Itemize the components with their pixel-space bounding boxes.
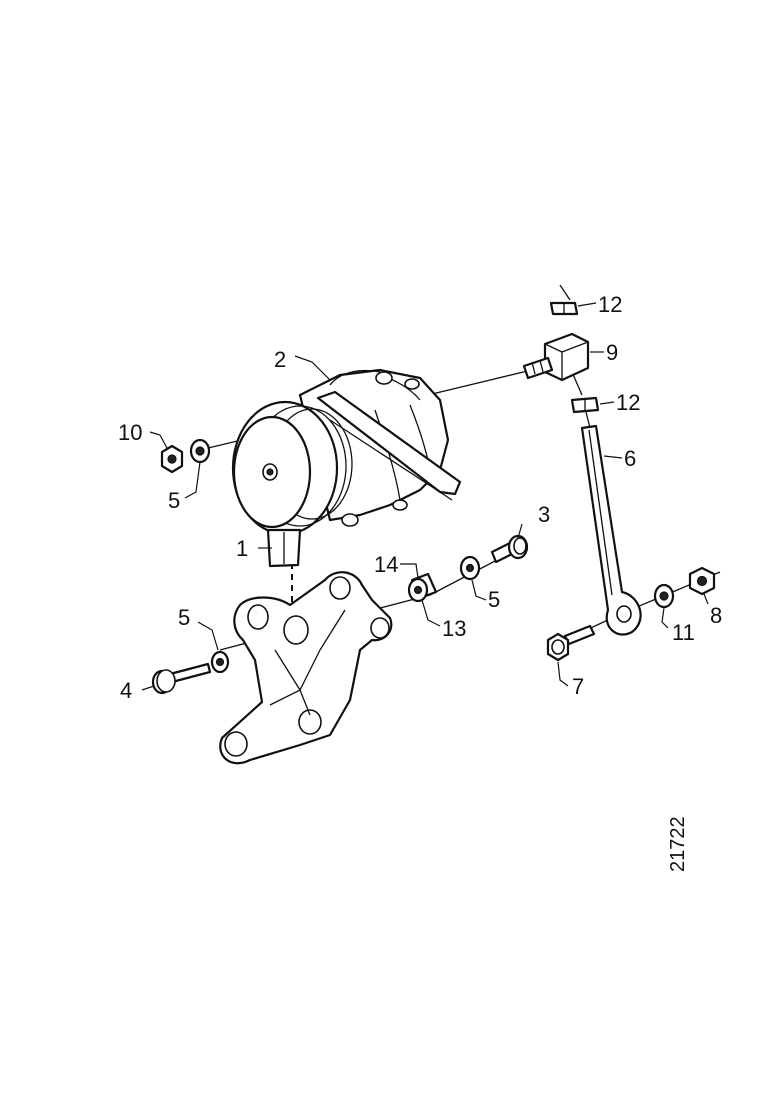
spacer-13 [407, 572, 438, 603]
nut-12-top [549, 301, 579, 316]
callout-14: 14 [374, 552, 398, 577]
callout-6: 6 [624, 446, 636, 471]
callout-5a: 5 [168, 488, 180, 513]
drawing-number: 21722 [667, 816, 689, 872]
nut-10 [160, 444, 184, 474]
callout-3: 3 [538, 502, 550, 527]
callout-8: 8 [710, 603, 722, 628]
bolt-3 [490, 534, 529, 564]
callout-5b: 5 [178, 605, 190, 630]
callout-1: 1 [236, 536, 248, 561]
callout-12b: 12 [616, 390, 640, 415]
callout-13: 13 [442, 616, 466, 641]
callout-7: 7 [572, 674, 584, 699]
nut-8 [688, 566, 716, 596]
compressor [231, 368, 462, 568]
callouts: 1 2 3 4 5 5 5 6 7 8 9 10 11 12 12 13 14 [118, 292, 722, 703]
bracket-block-9 [522, 332, 590, 382]
callout-2: 2 [274, 347, 286, 372]
callout-4: 4 [120, 678, 132, 703]
nut-12-lower [570, 396, 600, 414]
callout-10: 10 [118, 420, 142, 445]
callout-5c: 5 [488, 587, 500, 612]
adjusting-rod-6 [580, 424, 642, 636]
mounting-bracket [219, 571, 393, 765]
bolt-4 [151, 662, 212, 695]
callout-12a: 12 [598, 292, 622, 317]
leader-lines [141, 302, 709, 691]
callout-9: 9 [606, 340, 618, 365]
bolt-7 [546, 624, 596, 662]
callout-11: 11 [672, 620, 695, 645]
